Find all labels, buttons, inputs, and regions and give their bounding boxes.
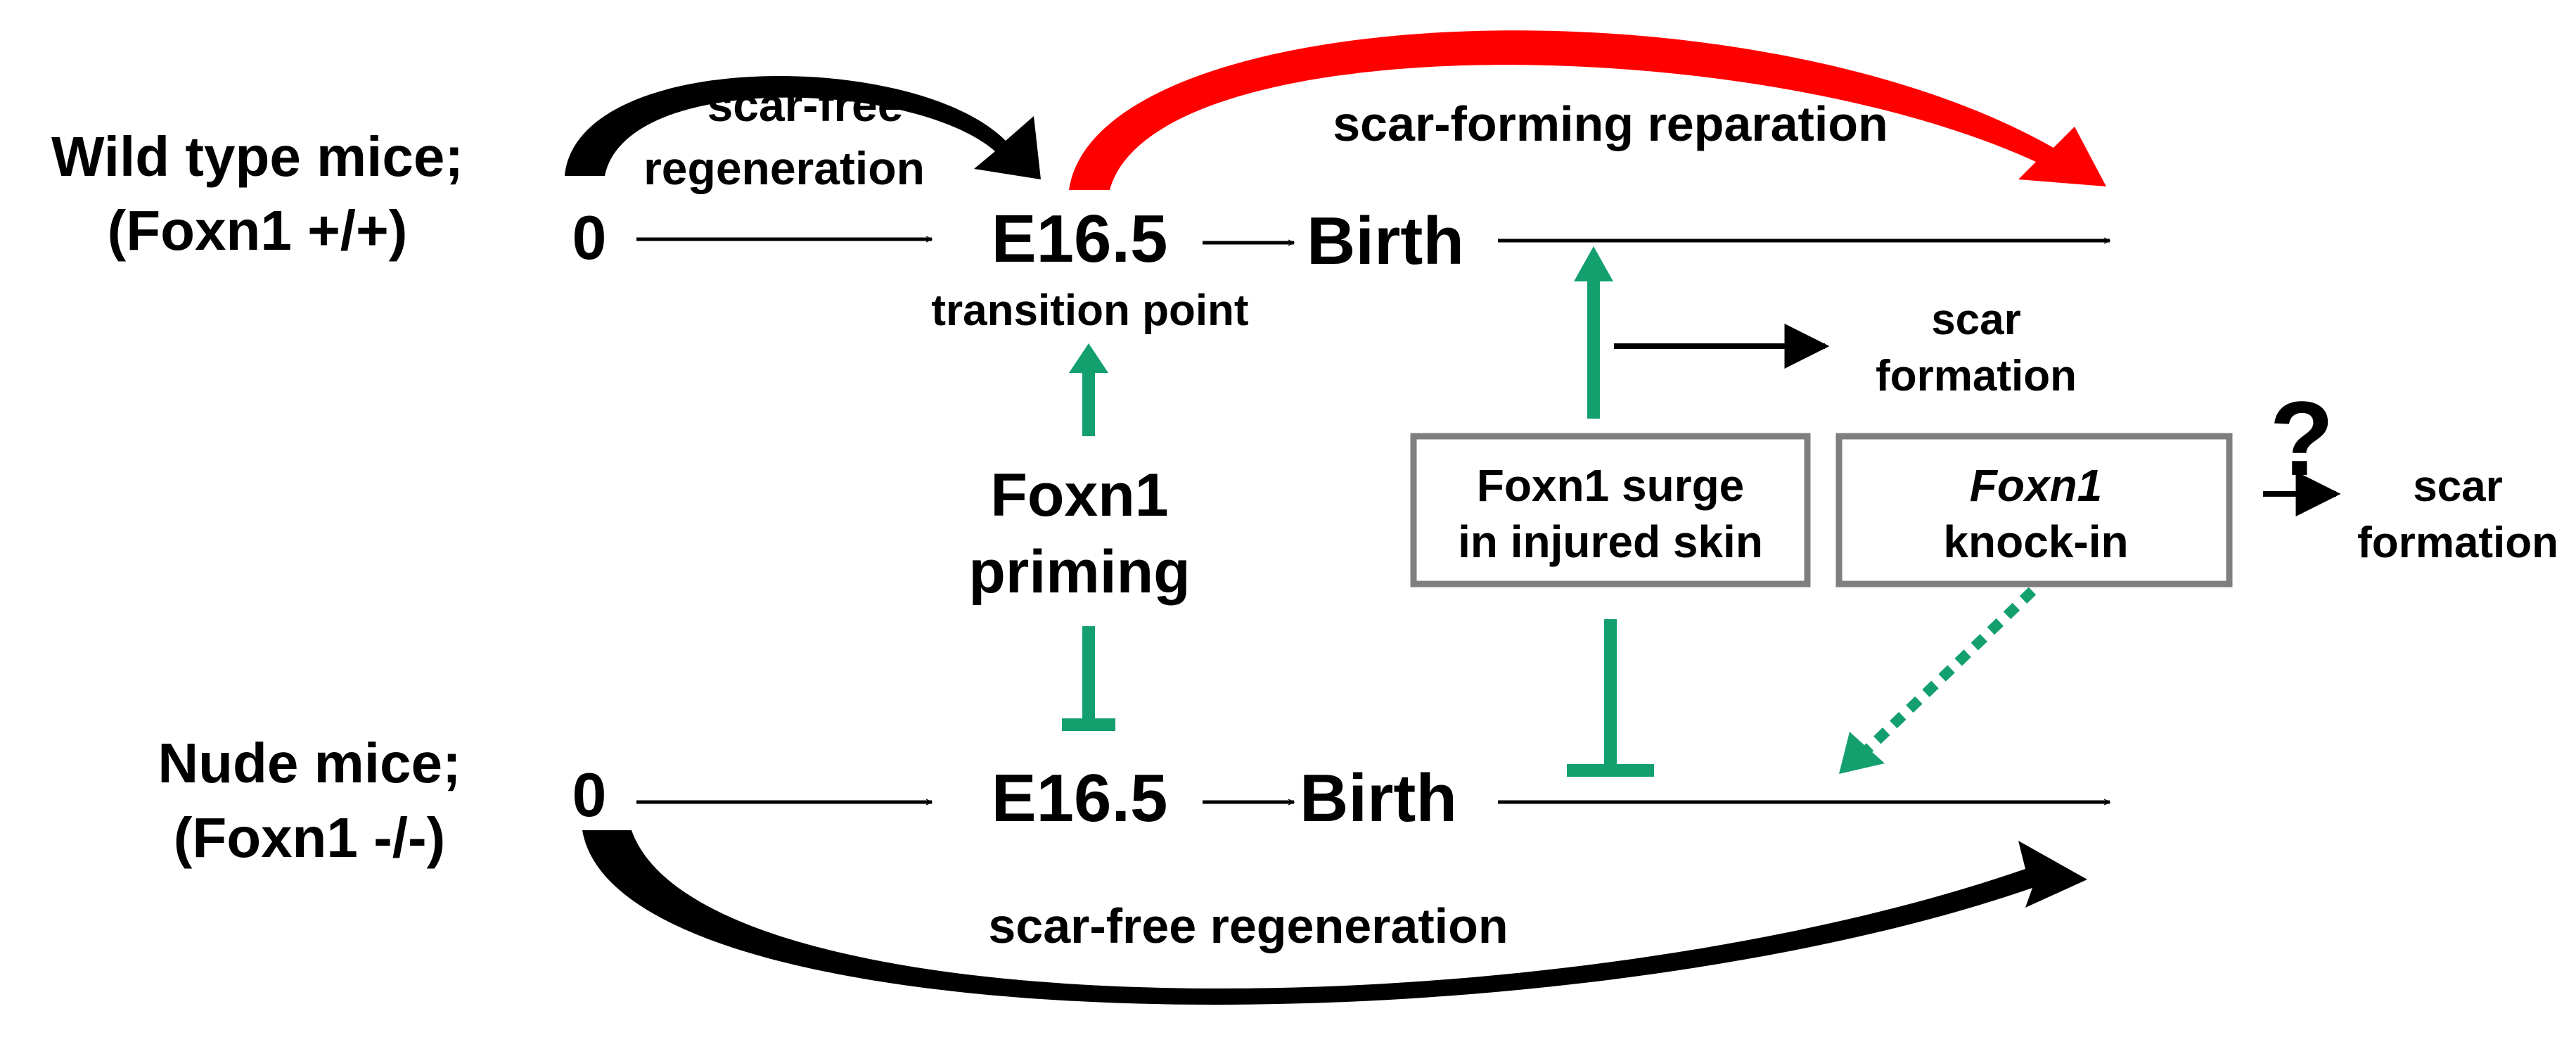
scar-outcome-1-line2: formation (1876, 352, 2077, 400)
wt-birth: Birth (1307, 203, 1464, 279)
scar-outcome-2-line1: scar (2413, 462, 2503, 511)
question-mark: ? (2269, 379, 2334, 497)
nude-start-zero: 0 (572, 760, 607, 830)
priming-label-line1: Foxn1 (990, 462, 1168, 529)
surge-box-line2: in injured skin (1458, 516, 1763, 567)
nude-stage-e165: E16.5 (992, 761, 1168, 836)
surge-box-line1: Foxn1 surge (1477, 460, 1745, 511)
nude-scar-free-label: scar-free regeneration (988, 898, 1508, 953)
knockin-dotted-line (1852, 587, 2037, 764)
wild-type-label-line1: Wild type mice; (51, 125, 463, 188)
nude-scar-free-curve (582, 830, 2087, 1005)
wt-scar-free-label-line2: regeneration (643, 142, 925, 194)
transition-point-label: transition point (931, 286, 1248, 335)
priming-label-line2: priming (968, 538, 1190, 606)
knockin-box-line2: knock-in (1943, 516, 2128, 567)
knockin-box (1835, 433, 2233, 587)
nude-label-line2: (Foxn1 -/-) (174, 806, 446, 869)
knockin-dotted-arrowhead (1839, 732, 1885, 774)
nude-birth: Birth (1300, 761, 1457, 836)
surge-box (1410, 433, 1811, 587)
surge-arrowhead (1574, 246, 1613, 281)
wt-scar-forming-curve (1069, 30, 2106, 190)
scar-outcome-1-line1: scar (1931, 296, 2021, 344)
wild-type-label-line2: (Foxn1 +/+) (108, 199, 408, 262)
nude-label-line1: Nude mice; (158, 732, 461, 794)
wt-scar-free-label-line1: scar-free (707, 79, 904, 131)
wt-scar-free-curve (565, 75, 1041, 179)
knockin-box-line1: Foxn1 (1970, 460, 2102, 511)
wt-start-zero: 0 (572, 203, 607, 272)
wt-stage-e165: E16.5 (992, 201, 1168, 277)
wt-scar-forming-label: scar-forming reparation (1333, 96, 1888, 151)
scar-outcome-2-line2: formation (2357, 519, 2558, 567)
priming-arrowhead (1069, 343, 1108, 373)
